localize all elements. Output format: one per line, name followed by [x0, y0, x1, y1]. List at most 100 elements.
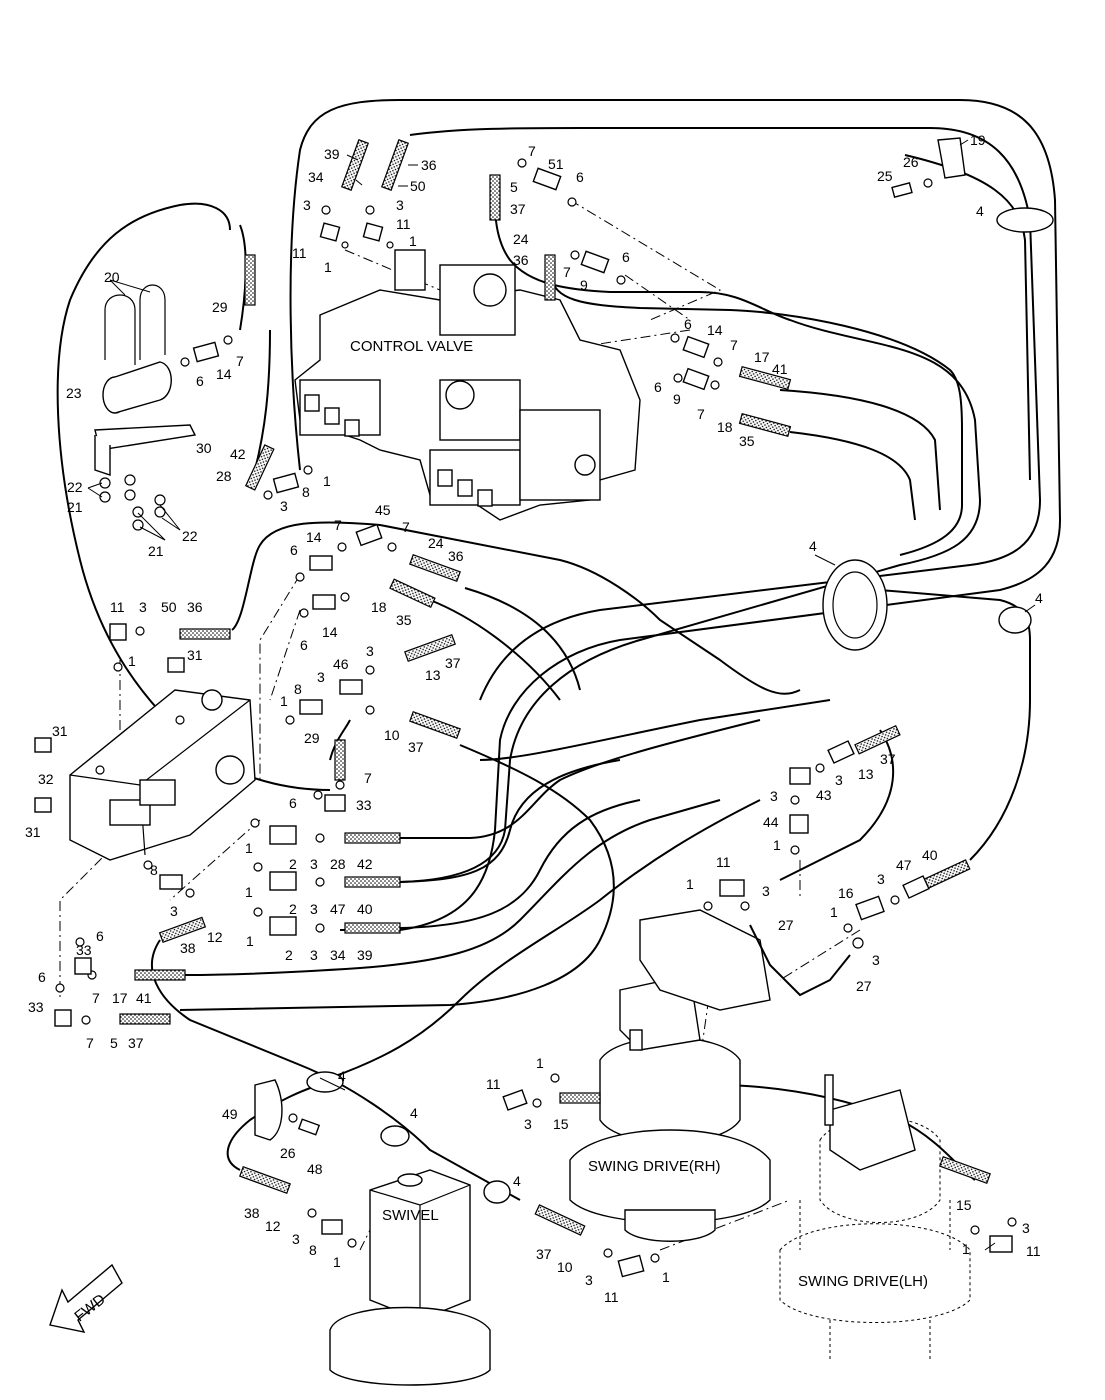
- callout: 6: [289, 795, 297, 811]
- callout: 8: [302, 484, 310, 500]
- callout: 50: [161, 599, 177, 615]
- callout: 33: [76, 942, 92, 958]
- callout: 39: [357, 947, 373, 963]
- callout: 24: [513, 231, 529, 247]
- callout: 38: [180, 940, 196, 956]
- callout: 42: [230, 446, 246, 462]
- callout: 35: [739, 433, 755, 449]
- callout: 7: [563, 264, 571, 280]
- callout: 2: [285, 947, 293, 963]
- callout: 47: [330, 901, 346, 917]
- callout-labels: 39 36 34 50 3 3 11 11 1 1 7 51 6 5 37 19…: [25, 132, 1043, 1305]
- control-valve-caption: CONTROL VALVE: [350, 338, 473, 355]
- callout: 9: [580, 277, 588, 293]
- callout: 34: [308, 169, 324, 185]
- callout: 14: [322, 624, 338, 640]
- callout: 8: [150, 862, 158, 878]
- callout: 11: [1026, 1243, 1041, 1259]
- callout: 7: [334, 517, 342, 533]
- callout: 1: [409, 233, 417, 249]
- callout: 31: [25, 824, 41, 840]
- callout: 31: [187, 647, 203, 663]
- callout: 2: [289, 856, 297, 872]
- callout: 38: [244, 1205, 260, 1221]
- callout: 27: [856, 978, 872, 994]
- callout: 14: [707, 322, 723, 338]
- callout: 3: [524, 1116, 532, 1132]
- callout: 35: [396, 612, 412, 628]
- callout: 18: [371, 599, 387, 615]
- callout: 19: [970, 132, 986, 148]
- callout: 3: [317, 669, 325, 685]
- callout: 7: [528, 143, 536, 159]
- callout: 27: [778, 917, 794, 933]
- callout: 18: [717, 419, 733, 435]
- callout: 4: [338, 1068, 346, 1084]
- callout: 1: [773, 837, 781, 853]
- callout: 39: [324, 146, 340, 162]
- callout: 51: [548, 156, 564, 172]
- callout: 1: [246, 933, 254, 949]
- callout: 32: [38, 771, 54, 787]
- callout: 10: [557, 1259, 573, 1275]
- callout: 4: [809, 538, 817, 554]
- callout: 49: [222, 1106, 238, 1122]
- callout: 3: [310, 856, 318, 872]
- callout: 12: [265, 1218, 281, 1234]
- callout: 2: [289, 901, 297, 917]
- callout: 7: [92, 990, 100, 1006]
- swivel: SWIVEL: [329, 1169, 491, 1386]
- callout: 3: [310, 901, 318, 917]
- callout: 5: [110, 1035, 118, 1051]
- callout: 26: [280, 1145, 296, 1161]
- callout: 50: [410, 178, 426, 194]
- callout: 3: [170, 903, 178, 919]
- callout: 3: [366, 643, 374, 659]
- callout: 11: [486, 1076, 501, 1092]
- callout: 14: [306, 529, 322, 545]
- callout: 3: [139, 599, 147, 615]
- callout: 33: [356, 797, 372, 813]
- callout: 7: [730, 337, 738, 353]
- callout: 20: [104, 269, 120, 285]
- swivel-caption: SWIVEL: [382, 1207, 439, 1224]
- callout: 3: [396, 197, 404, 213]
- hose-clamps: [254, 137, 1054, 1204]
- callout: 7: [86, 1035, 94, 1051]
- callout: 3: [1022, 1220, 1030, 1236]
- callout: 23: [66, 385, 82, 401]
- callout: 21: [148, 543, 164, 559]
- callout: 17: [112, 990, 128, 1006]
- accumulator-assembly: [94, 284, 197, 531]
- callout: 46: [333, 656, 349, 672]
- callout: 21: [67, 499, 83, 515]
- swing-drive-lh-caption: SWING DRIVE(LH): [798, 1273, 928, 1290]
- callout: 3: [303, 197, 311, 213]
- callout: 13: [858, 766, 874, 782]
- callout: 43: [816, 787, 832, 803]
- callout: 11: [716, 854, 731, 870]
- callout: 4: [1035, 590, 1043, 606]
- callout: 14: [216, 366, 232, 382]
- swing-drive-rh-caption: SWING DRIVE(RH): [588, 1158, 721, 1175]
- callout: 29: [304, 730, 320, 746]
- callout: 3: [835, 772, 843, 788]
- callout: 28: [330, 856, 346, 872]
- callout: 15: [956, 1197, 972, 1213]
- callout: 34: [330, 947, 346, 963]
- callout: 3: [585, 1272, 593, 1288]
- callout: 44: [763, 814, 779, 830]
- callout: 42: [357, 856, 373, 872]
- hose-fittings: [119, 139, 991, 1236]
- callout: 37: [408, 739, 424, 755]
- callout: 6: [654, 379, 662, 395]
- callout: 6: [300, 637, 308, 653]
- callout: 11: [396, 216, 411, 232]
- callout: 11: [110, 599, 125, 615]
- callout: 7: [402, 519, 410, 535]
- callout: 7: [236, 353, 244, 369]
- callout: 5: [510, 179, 518, 195]
- swing-drive-lh: SWING DRIVE(LH): [779, 1074, 971, 1360]
- fittings-orings: [34, 158, 1017, 1278]
- callout: 47: [896, 857, 912, 873]
